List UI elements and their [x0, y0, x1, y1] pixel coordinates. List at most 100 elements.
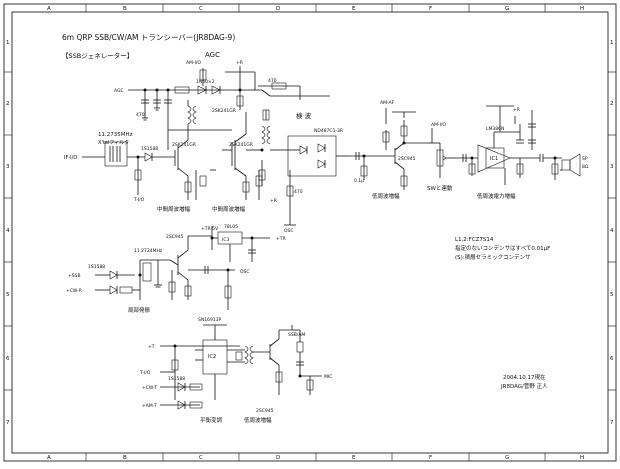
col-f-top: F [429, 6, 432, 12]
label-tr-af: 2SC945 [398, 156, 416, 162]
label-am-io-right: AM-I/O [431, 122, 446, 128]
agc-heading: AGC [205, 51, 220, 59]
label-r-top: 470 [136, 112, 145, 118]
balanced-mod-wiring [160, 324, 322, 410]
row-4-left: 4 [6, 228, 10, 234]
col-d-bottom: D [276, 455, 280, 461]
label-agc-in: AGC [114, 88, 124, 94]
inner-frame [11, 11, 609, 454]
note-coils: L1,2:FCZ7S14 [455, 237, 494, 243]
row-5-right: 5 [610, 292, 614, 298]
row-7-left: 7 [6, 420, 10, 426]
label-tr-5v: +TR-5V [201, 226, 219, 232]
label-diode-osc: 1S1588 [88, 264, 105, 270]
label-ic1-part: LM386N [486, 126, 504, 132]
label-ssb-am: SSB/AM [288, 332, 305, 338]
label-hd: 1N60×2 [196, 79, 215, 85]
label-ic2-part: SN16913P [198, 317, 222, 323]
label-amp-if1: 中間周波増幅 [157, 205, 191, 213]
label-ic3-part: 78L05 [224, 224, 238, 230]
label-plus-t: +T [148, 344, 155, 350]
col-a-bottom: A [47, 455, 51, 461]
col-a-top: A [47, 6, 51, 12]
col-g-top: G [505, 6, 509, 12]
note-caps: 指定のないコンデンサはすべて0.01μF [455, 244, 550, 252]
schematic-title: 6m QRP SSB/CW/AM トランシーバー(JR8DAG-9) [62, 33, 235, 42]
col-b-bottom: B [123, 455, 127, 461]
label-tr-io-bm: T-I/O [139, 370, 151, 376]
row-6-left: 6 [6, 356, 10, 362]
section-title: 【SSBジェネレーター】 [62, 51, 133, 60]
label-diode-bm: 1S1588 [168, 376, 185, 382]
row-2-right: 2 [610, 101, 614, 107]
label-ic3: IC3 [222, 237, 229, 243]
note-author: JR8DAG/菅野 正人 [500, 382, 548, 390]
label-xtal: 11.2724MHz [134, 248, 163, 254]
label-r-right: 470 [268, 78, 277, 84]
label-ssb: +SSB [68, 273, 81, 279]
row-7-right: 7 [610, 420, 614, 426]
label-fet-2: 2SK241GR [229, 142, 253, 148]
border-ticks [4, 4, 616, 461]
col-b-top: B [123, 6, 127, 12]
label-plus-r-top: +R [236, 60, 243, 66]
label-ic2: IC2 [208, 354, 216, 360]
row-6-right: 6 [610, 356, 614, 362]
col-g-bottom: G [505, 455, 509, 461]
label-balanced: 平衡変調 [200, 416, 223, 424]
if-chain-wiring [82, 66, 581, 226]
col-e-bottom: E [352, 455, 356, 461]
label-detector: 検 波 [296, 111, 312, 120]
label-amp-lf1: 低周波増幅 [372, 192, 400, 200]
label-sw: SWと連動 [427, 184, 453, 192]
label-osc-out: OSC [240, 269, 250, 275]
col-h-top: H [580, 6, 584, 12]
label-cw-r: +CW-R [66, 288, 82, 294]
label-ic1: IC1 [490, 156, 498, 162]
label-plus-tr: +TR [276, 236, 286, 242]
row-5-left: 5 [6, 292, 10, 298]
row-3-right: 3 [610, 164, 614, 170]
note-ceramic: (S):積層セラミックコンデンサ [455, 253, 531, 261]
label-am-af: AM-AF [380, 100, 395, 106]
label-mic: MIC [324, 374, 332, 380]
junction-dots [136, 88, 557, 378]
label-cw-t: +CW-T [142, 385, 157, 391]
label-tr-bm: 2SC945 [256, 408, 274, 414]
col-d-top: D [276, 6, 280, 12]
label-sp-out: 8Ω [582, 164, 589, 170]
label-plus-r-if: +R [270, 198, 277, 204]
col-c-top: C [199, 6, 203, 12]
label-am-io-top: AM-I/O [186, 60, 201, 66]
label-amp-lf3: 低周波増幅 [244, 416, 272, 424]
row-1-right: 1 [610, 40, 614, 46]
row-3-left: 3 [6, 164, 10, 170]
row-2-left: 2 [6, 101, 10, 107]
col-e-top: E [352, 6, 356, 12]
label-c-af: 0.1μ [354, 178, 364, 184]
row-4-right: 4 [610, 228, 614, 234]
label-plus-r-ic1: +R [513, 107, 520, 113]
label-filter2: X'talフィルタ [98, 139, 129, 146]
label-r-det: 470 [294, 189, 303, 195]
outer-frame [3, 3, 617, 462]
label-diode-if: 1S1588 [141, 146, 158, 152]
label-sp: SP [582, 156, 588, 162]
label-if-io: IF-I/O [64, 155, 77, 161]
label-am-t: +AM-T [142, 403, 157, 409]
col-c-bottom: C [199, 455, 203, 461]
label-osc-top: OSC [284, 228, 294, 234]
label-filter: 11.2735MHz [98, 132, 133, 138]
col-h-bottom: H [580, 455, 584, 461]
label-fet-1: 2SK241GR [172, 142, 196, 148]
local-osc-wiring [95, 226, 270, 310]
row-1-left: 1 [6, 40, 10, 46]
col-f-bottom: F [429, 455, 432, 461]
label-local-osc: 局部発振 [128, 306, 151, 314]
label-mixer-ic: ND487C1-3R [314, 128, 343, 134]
label-amp-if2: 中間周波増幅 [212, 205, 246, 213]
label-amp-lf2: 低周波電力増幅 [477, 192, 516, 200]
label-fet-3: 2SK241GR [212, 108, 236, 114]
